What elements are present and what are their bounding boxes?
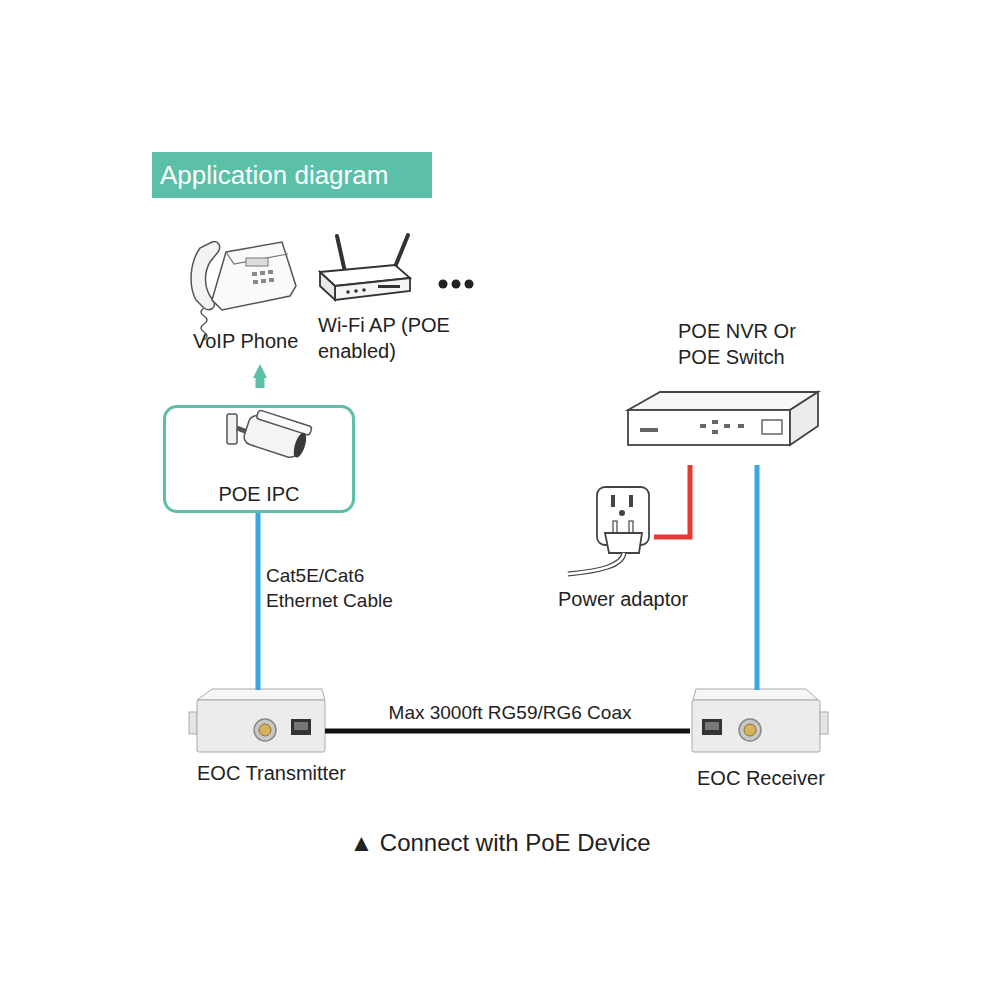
nvr-illustration-part bbox=[790, 392, 818, 445]
nvr-illustration-part bbox=[628, 410, 790, 445]
phone-illustration-part bbox=[253, 280, 258, 284]
eoc-receiver-device-part bbox=[693, 689, 818, 700]
nvr-node: POE NVR Or POE Switch bbox=[625, 392, 818, 445]
eoc-transmitter-device-part bbox=[294, 722, 308, 730]
nvr-illustration bbox=[628, 392, 818, 445]
outlet-illustration-part bbox=[629, 521, 633, 533]
voip-phone-node: VoIP Phone bbox=[183, 232, 308, 352]
ethernet-cable bbox=[256, 513, 261, 690]
power-cable bbox=[654, 465, 690, 537]
title-text: Application diagram bbox=[160, 159, 388, 191]
caption-box: ▲ Connect with PoE Device bbox=[0, 827, 1000, 859]
camera-illustration-part bbox=[242, 408, 312, 461]
router-illustration-part bbox=[346, 290, 350, 294]
phone-illustration-part bbox=[268, 270, 273, 274]
eoc-transmitter-device-part bbox=[197, 689, 325, 700]
node-label: Power adaptor bbox=[558, 586, 688, 612]
router-illustration-part bbox=[395, 235, 408, 267]
eoc-transmitter-node: EOC Transmitter bbox=[195, 690, 325, 752]
more-dots-part bbox=[465, 280, 474, 289]
eoc-receiver-device-part bbox=[739, 719, 761, 741]
cable-label: Max 3000ft RG59/RG6 Coax bbox=[389, 700, 632, 725]
nvr-illustration-part bbox=[628, 392, 818, 410]
more-dots-part bbox=[439, 280, 448, 289]
router-illustration-part bbox=[354, 289, 358, 293]
outlet-illustration-part bbox=[605, 533, 642, 553]
phone-illustration-part bbox=[269, 278, 274, 282]
nvr-illustration-part bbox=[762, 420, 782, 434]
router-illustration-part bbox=[320, 272, 335, 300]
eoc-transmitter-device-part bbox=[291, 719, 311, 735]
eoc-transmitter-device-part bbox=[189, 712, 197, 734]
title-banner: Application diagram bbox=[152, 152, 432, 198]
router-illustration-part bbox=[335, 278, 410, 300]
router-illustration bbox=[320, 235, 410, 300]
eoc-transmitter-device-part bbox=[197, 700, 325, 752]
outlet-illustration-part bbox=[568, 553, 624, 574]
phone-illustration-part bbox=[246, 258, 268, 266]
phone-illustration-part bbox=[260, 271, 265, 275]
nvr-illustration-part bbox=[738, 424, 744, 428]
nvr-illustration-part bbox=[724, 424, 730, 428]
outlet-illustration-part bbox=[568, 553, 624, 574]
eoc-receiver-device-part bbox=[820, 712, 828, 734]
eoc-receiver-device-part bbox=[702, 719, 722, 735]
more-dots bbox=[439, 280, 474, 289]
phone-illustration bbox=[191, 242, 296, 340]
nvr-illustration-part bbox=[712, 420, 718, 424]
ethernet-cable bbox=[755, 465, 760, 690]
eoc-receiver-device bbox=[692, 689, 828, 752]
node-label: EOC Transmitter bbox=[197, 760, 346, 786]
node-label: EOC Receiver bbox=[697, 765, 825, 791]
outlet-illustration-part bbox=[619, 510, 625, 516]
phone-illustration-part bbox=[252, 272, 257, 276]
cable-label: Cat5E/Cat6 Ethernet Cable bbox=[266, 563, 406, 613]
node-label: Wi-Fi AP (POE enabled) bbox=[318, 312, 451, 364]
eoc-receiver-device-part bbox=[705, 722, 719, 730]
camera-illustration bbox=[227, 408, 312, 461]
eoc-transmitter-device bbox=[189, 689, 325, 752]
nvr-illustration-part bbox=[712, 430, 718, 434]
nvr-illustration-part bbox=[640, 428, 658, 432]
node-label: POE IPC bbox=[166, 481, 352, 507]
eoc-receiver-device-part bbox=[692, 700, 820, 752]
more-dots-part bbox=[452, 280, 461, 289]
ip-camera-box: POE IPC bbox=[163, 405, 355, 513]
router-illustration-part bbox=[337, 236, 345, 272]
outlet-illustration-part bbox=[611, 495, 615, 507]
nvr-illustration-part bbox=[700, 424, 706, 428]
camera-illustration-part-part bbox=[291, 431, 309, 459]
coax-cable bbox=[325, 729, 690, 734]
eoc-transmitter-device-part bbox=[259, 724, 271, 736]
node-label: POE NVR Or POE Switch bbox=[678, 318, 811, 370]
eoc-transmitter-device-part bbox=[254, 719, 276, 741]
phone-illustration-part bbox=[261, 279, 266, 283]
camera-illustration-part-part bbox=[256, 410, 312, 436]
router-illustration-part bbox=[362, 288, 366, 292]
wifi-ap-node: Wi-Fi AP (POE enabled) bbox=[312, 232, 462, 362]
router-illustration-part bbox=[378, 285, 400, 288]
phone-illustration-part bbox=[212, 242, 296, 310]
eoc-receiver-device-part bbox=[744, 724, 756, 736]
camera-illustration-part bbox=[227, 414, 237, 444]
caption-text: ▲ Connect with PoE Device bbox=[349, 829, 650, 856]
eoc-receiver-node: EOC Receiver bbox=[690, 690, 820, 752]
outlet-illustration-part bbox=[613, 521, 617, 533]
outlet-illustration bbox=[568, 487, 649, 574]
upgrade-arrow bbox=[256, 378, 265, 388]
node-label: VoIP Phone bbox=[193, 328, 298, 354]
outlet-illustration-part bbox=[629, 495, 633, 507]
power-adaptor-node: Power adaptor bbox=[588, 484, 658, 574]
